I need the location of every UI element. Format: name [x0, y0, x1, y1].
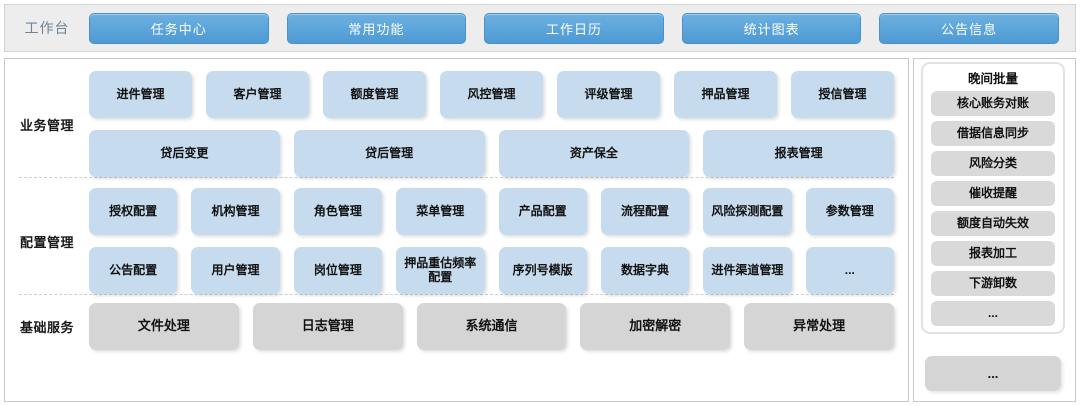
tab-statistics-chart[interactable]: 统计图表	[681, 12, 862, 44]
night-batch-panel: 晚间批量 核心账务对账 借据信息同步 风险分类 催收提醒 额度自动失效 报表加工…	[921, 62, 1065, 334]
module-encryption-decryption[interactable]: 加密解密	[580, 303, 731, 350]
module-menu-management[interactable]: 菜单管理	[396, 188, 485, 235]
module-organization-management[interactable]: 机构管理	[191, 188, 280, 235]
module-map-frame: 业务管理 进件管理 客户管理 额度管理 风控管理 评级管理 押品管理 授信管理 …	[4, 58, 909, 402]
module-risk-detection-config[interactable]: 风险探测配置	[703, 188, 792, 235]
module-authorization-config[interactable]: 授权配置	[89, 188, 178, 235]
batch-item-report-processing[interactable]: 报表加工	[931, 241, 1055, 266]
header-tab-list: 任务中心 常用功能 工作日历 统计图表 公告信息	[89, 12, 1075, 44]
module-product-config[interactable]: 产品配置	[498, 188, 587, 235]
module-user-management[interactable]: 用户管理	[191, 247, 280, 294]
page-title: 工作台	[24, 20, 70, 36]
batch-item-more[interactable]: ...	[931, 301, 1055, 326]
config-row-1: 授权配置 机构管理 角色管理 菜单管理 产品配置 流程配置 风险探测配置 参数管…	[89, 188, 894, 235]
module-position-management[interactable]: 岗位管理	[293, 247, 383, 294]
section-label-configuration: 配置管理	[19, 234, 74, 250]
business-row-1: 进件管理 客户管理 额度管理 风控管理 评级管理 押品管理 授信管理	[89, 71, 894, 118]
top-header-bar: 工作台 任务中心 常用功能 工作日历 统计图表 公告信息	[4, 4, 1076, 52]
tab-task-center[interactable]: 任务中心	[89, 12, 269, 44]
section-configuration-management: 配置管理 授权配置 机构管理 角色管理 菜单管理 产品配置 流程配置 风险探测配…	[5, 178, 908, 294]
section-body-business: 进件管理 客户管理 额度管理 风控管理 评级管理 押品管理 授信管理 贷后变更 …	[89, 71, 908, 177]
section-body-basic-services: 文件处理 日志管理 系统通信 加密解密 异常处理	[89, 303, 908, 350]
divider-config-basic	[19, 294, 894, 295]
tab-announcement[interactable]: 公告信息	[879, 12, 1059, 44]
basic-row-1: 文件处理 日志管理 系统通信 加密解密 异常处理	[89, 303, 894, 350]
section-label-business: 业务管理	[19, 117, 74, 133]
batch-item-downstream-data-unload[interactable]: 下游卸数	[931, 271, 1055, 296]
batch-item-core-accounting-reconciliation[interactable]: 核心账务对账	[931, 91, 1055, 116]
tab-work-calendar[interactable]: 工作日历	[484, 12, 664, 44]
batch-item-collection-reminder[interactable]: 催收提醒	[931, 181, 1055, 206]
section-label-basic-services: 基础服务	[19, 320, 74, 335]
module-system-communication[interactable]: 系统通信	[416, 303, 567, 350]
module-asset-preservation[interactable]: 资产保全	[498, 130, 690, 177]
module-process-config[interactable]: 流程配置	[600, 188, 690, 235]
section-basic-services: 基础服务 文件处理 日志管理 系统通信 加密解密 异常处理	[5, 295, 908, 360]
module-credit-granting-management[interactable]: 授信管理	[791, 71, 894, 118]
module-report-management[interactable]: 报表管理	[703, 130, 894, 177]
config-row-2: 公告配置 用户管理 岗位管理 押品重估频率配置 序列号模版 数据字典 进件渠道管…	[89, 247, 894, 294]
module-parameter-management[interactable]: 参数管理	[805, 188, 894, 235]
business-row-2: 贷后变更 贷后管理 资产保全 报表管理	[89, 130, 894, 177]
module-collateral-management[interactable]: 押品管理	[674, 71, 777, 118]
module-post-loan-management[interactable]: 贷后管理	[293, 130, 485, 177]
module-incoming-channel-management[interactable]: 进件渠道管理	[703, 247, 792, 294]
module-exception-handling[interactable]: 异常处理	[744, 303, 894, 350]
module-post-loan-change[interactable]: 贷后变更	[89, 130, 280, 177]
module-collateral-revaluation-frequency-config[interactable]: 押品重估频率配置	[396, 247, 485, 294]
section-body-configuration: 授权配置 机构管理 角色管理 菜单管理 产品配置 流程配置 风险探测配置 参数管…	[89, 188, 908, 294]
module-serial-number-template[interactable]: 序列号模版	[498, 247, 587, 294]
module-log-management[interactable]: 日志管理	[252, 303, 403, 350]
sidebar-more-button[interactable]: ...	[925, 356, 1061, 391]
module-role-management[interactable]: 角色管理	[293, 188, 383, 235]
module-risk-control-management[interactable]: 风控管理	[440, 71, 543, 118]
tab-common-functions[interactable]: 常用功能	[286, 12, 467, 44]
section-business-management: 业务管理 进件管理 客户管理 额度管理 风控管理 评级管理 押品管理 授信管理 …	[5, 59, 908, 177]
module-incoming-management[interactable]: 进件管理	[89, 71, 192, 118]
module-config-more[interactable]: ...	[805, 247, 894, 294]
night-batch-title: 晚间批量	[967, 72, 1018, 86]
module-data-dictionary[interactable]: 数据字典	[600, 247, 690, 294]
batch-item-loan-document-sync[interactable]: 借据信息同步	[931, 121, 1055, 146]
batch-item-risk-classification[interactable]: 风险分类	[931, 151, 1055, 176]
module-rating-management[interactable]: 评级管理	[557, 71, 660, 118]
batch-item-credit-limit-auto-expiry[interactable]: 额度自动失效	[931, 211, 1055, 236]
module-credit-limit-management[interactable]: 额度管理	[323, 71, 426, 118]
divider-business-config	[19, 177, 894, 178]
module-file-processing[interactable]: 文件处理	[89, 303, 239, 350]
module-customer-management[interactable]: 客户管理	[206, 71, 309, 118]
module-announcement-config[interactable]: 公告配置	[89, 247, 178, 294]
